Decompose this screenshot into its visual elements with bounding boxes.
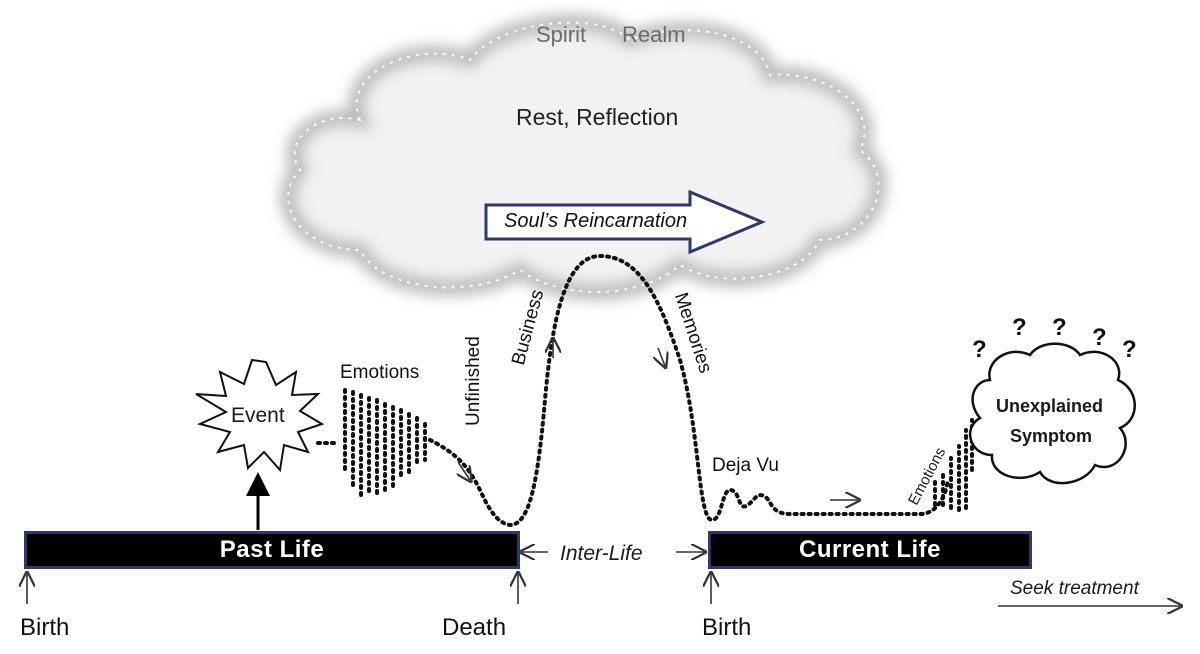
birth-current-label: Birth [702,614,752,641]
symptom-label-line1: Unexplained [996,396,1104,416]
question-mark-3: ? [1052,314,1067,341]
past-life-label: Past Life [219,536,325,563]
event-label: Event [231,404,285,427]
question-mark-1: ? [972,336,987,363]
realm-label: Realm [622,22,686,47]
past-life-bar: Past Life [24,531,520,569]
current-life-label: Current Life [798,536,941,563]
symptom-cloud [968,342,1136,485]
question-mark-4: ? [1092,324,1107,351]
birth-past-label: Birth [20,614,70,641]
soul-journey-curve [316,253,974,528]
question-mark-2: ? [1012,314,1027,341]
reincarnation-arrow [484,189,766,255]
deja-vu-label: Deja Vu [712,455,779,476]
emotions-past-label: Emotions [340,362,420,383]
question-mark-5: ? [1122,336,1137,363]
event-starburst [195,358,325,473]
timeline-ticks [27,552,1180,606]
symptom-label-line2: Symptom [1010,426,1093,446]
reincarnation-arrow-label: Soul’s Reincarnation [504,210,688,232]
flow-arrows [458,340,858,500]
spirit-realm-cloud [280,14,887,300]
current-life-bar: Current Life [708,531,1032,569]
inter-life-label: Inter-Life [560,542,643,565]
rest-reflection-label: Rest, Reflection [516,104,679,130]
death-label: Death [442,614,507,641]
spirit-label: Spirit [536,22,587,47]
seek-treatment-label: Seek treatment [1010,578,1139,599]
unfinished-label: Unfinished [463,336,484,426]
